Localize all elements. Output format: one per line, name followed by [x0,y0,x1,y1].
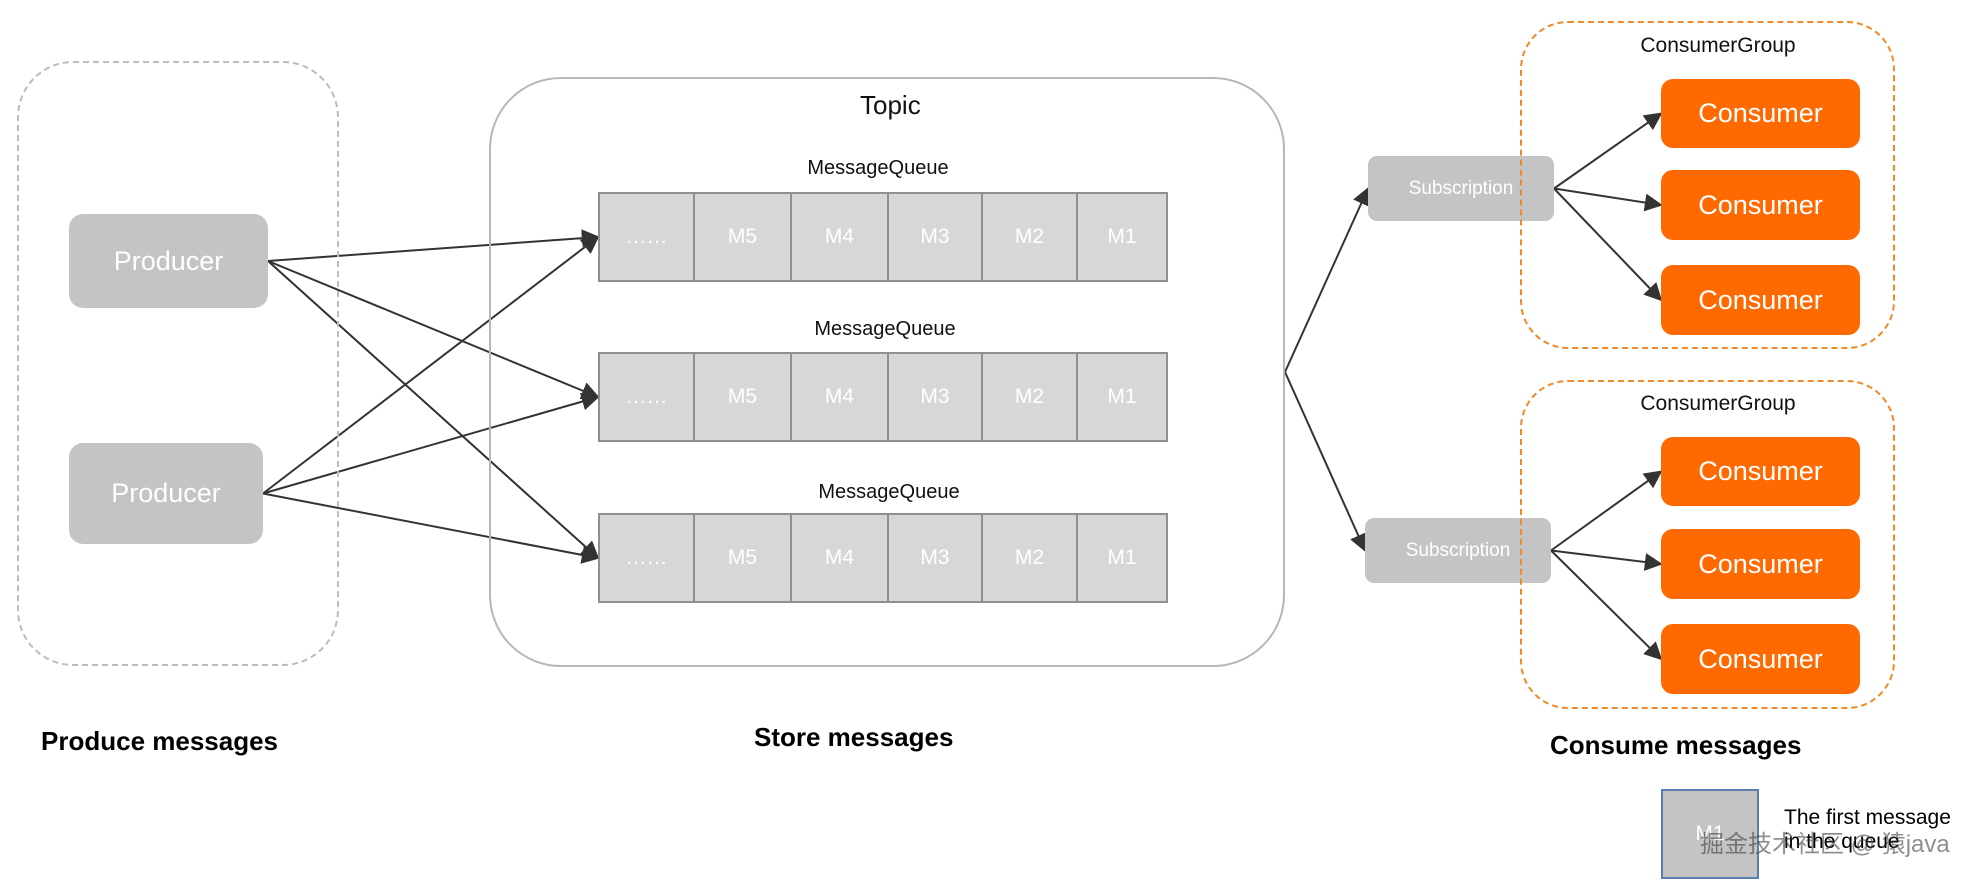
edge-s2-to-c5 [1550,549,1663,571]
edge-s2-to-c4 [1550,470,1663,552]
legend-description: The first message in the queue [1784,806,1951,854]
topic-title: Topic [860,90,921,120]
edge-p1-to-q1 [267,229,600,262]
producer-node: Producer [69,443,263,544]
consumer-group-boundary [1520,380,1895,709]
edge-topic-to-s2 [1284,371,1367,553]
consumer-node: Consumer [1661,624,1860,694]
producer-group-boundary [17,61,339,666]
message-queue-label: MessageQueue [814,318,956,340]
consumer-node: Consumer [1661,79,1860,148]
message-queue: …… M5 M4 M3 M2 M1 [598,352,1168,442]
subscription-node: Subscription [1368,156,1554,221]
consumer-node: Consumer [1661,437,1860,506]
consumer-group-boundary [1520,21,1895,349]
consumer-group-label: ConsumerGroup [1640,34,1796,57]
consumer-group-label: ConsumerGroup [1640,392,1796,415]
consumer-node: Consumer [1661,529,1860,599]
section-label-store: Store messages [754,722,954,752]
watermark: 掘金技术社区 @ 猿java [1700,831,1950,858]
consumer-node: Consumer [1661,265,1860,335]
edge-p2-to-q3 [262,492,600,564]
queue-cell-message: M5 [695,194,792,280]
queue-cell-message: M3 [889,515,983,601]
queue-cell-message: M3 [889,354,983,440]
queue-cell-ellipsis: …… [600,354,695,440]
consumer-node: Consumer [1661,170,1860,240]
edge-p2-to-q2 [262,392,600,495]
producer-node: Producer [69,214,268,308]
edge-s1-to-c1 [1553,112,1663,190]
edge-p2-to-q1 [262,235,600,495]
message-queue-label: MessageQueue [807,157,949,179]
edge-s1-to-c2 [1553,187,1663,212]
edge-p1-to-q3 [267,260,600,560]
section-label-produce: Produce messages [41,726,279,756]
queue-cell-ellipsis: …… [600,194,695,280]
queue-cell-message: M4 [792,194,889,280]
topic-boundary [489,77,1285,667]
queue-cell-message: M1 [1107,225,1137,248]
message-queue-label: MessageQueue [818,481,960,503]
queue-cell-message: M5 [695,354,792,440]
legend-sample-cell: M1 [1661,789,1759,879]
queue-cell-ellipsis: …… [600,515,695,601]
queue-cell-message: M5 [695,515,792,601]
queue-cell-message: M2 [983,354,1078,440]
queue-cell-message: M2 [983,515,1078,601]
edge-s1-to-c3 [1553,187,1663,302]
message-queue: …… M5 M4 M3 M2 M1 [598,192,1168,282]
queue-cell-message: M4 [792,515,889,601]
queue-cell-message: M2 [983,194,1078,280]
section-label-consume: Consume messages [1550,730,1802,760]
edge-topic-to-s1 [1284,186,1370,373]
message-queue: …… M5 M4 M3 M2 M1 [598,513,1168,603]
edge-s2-to-c6 [1550,549,1663,661]
queue-cell-message: M1 [1107,546,1137,569]
legend-description-line: in the queue [1784,830,1900,853]
queue-cell-message: M3 [889,194,983,280]
queue-cell-message: M4 [792,354,889,440]
edge-p1-to-q2 [267,260,600,400]
legend-description-line: The first message [1784,806,1951,829]
queue-cell-message: M1 [1107,385,1137,408]
